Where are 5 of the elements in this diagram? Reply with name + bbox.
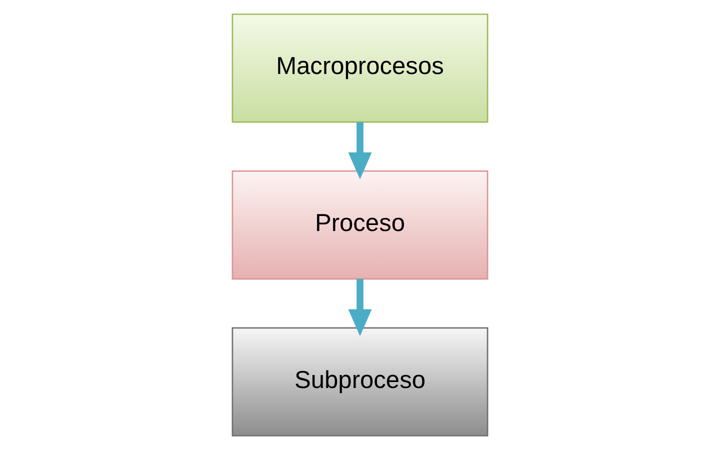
arrow [348, 278, 372, 336]
node-box: Proceso [232, 170, 488, 280]
node-box: Subproceso [232, 327, 488, 436]
node-box: Macroprocesos [232, 14, 488, 123]
arrow [348, 122, 372, 180]
